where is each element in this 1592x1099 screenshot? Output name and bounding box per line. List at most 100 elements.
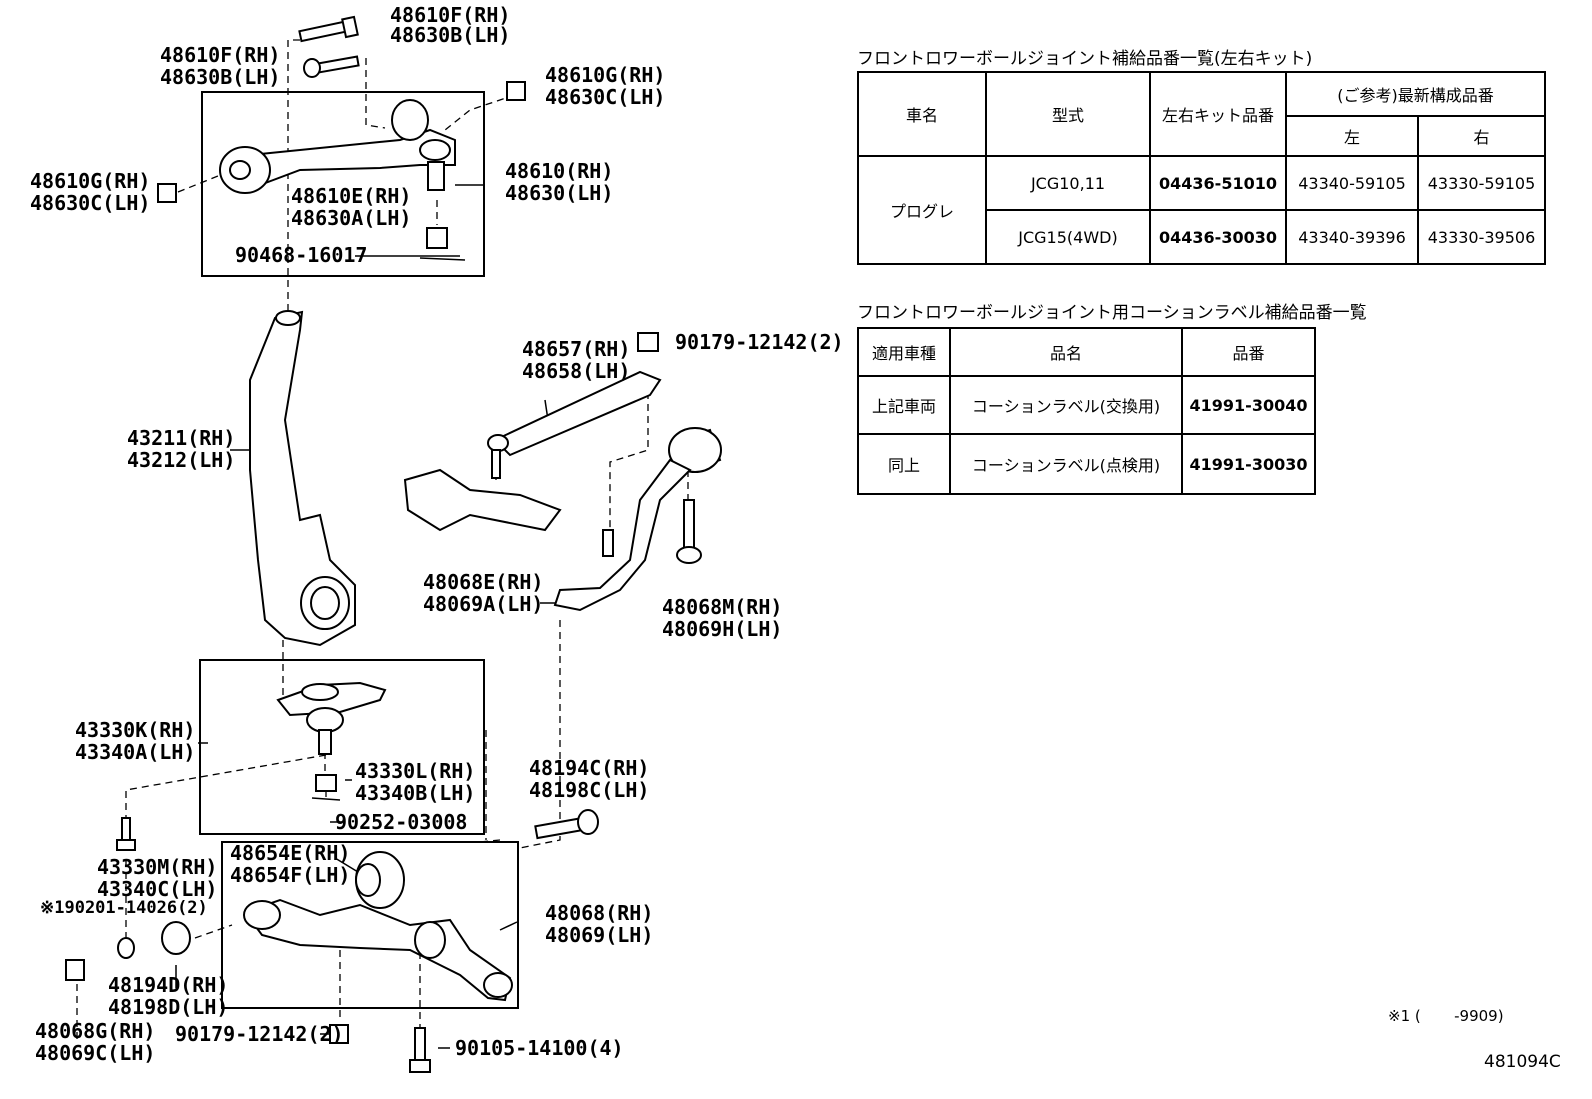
upper-control-arm: [219, 99, 456, 194]
upper-bolt-long: [298, 15, 359, 43]
cell-part: 41991-30040: [1181, 375, 1316, 435]
table2-title: フロントロワーボールジョイント用コーションラベル補給品番一覧: [857, 303, 1367, 323]
lower-arm-bushing: [355, 851, 405, 909]
header-reference: (ご参考)最新構成品番: [1285, 71, 1546, 117]
lower-bolt-left: [116, 817, 136, 851]
header-right: 右: [1417, 115, 1546, 157]
link-nut: [637, 332, 659, 352]
ball-joint-nut: [315, 774, 337, 792]
cell-left: 43340-59105: [1285, 155, 1419, 211]
label-43211-RH: 43211(RH): [127, 426, 235, 450]
label-48068E-RH: 48068E(RH): [423, 570, 543, 594]
lower-ball-joint: [276, 681, 387, 755]
header-car: 車名: [857, 71, 987, 157]
cell-name: コーションラベル(点検用): [949, 433, 1183, 495]
header-kit: 左右キット品番: [1149, 71, 1287, 157]
upper-arm-group-box: [201, 91, 485, 277]
label-48068-RH: 48068(RH): [545, 901, 653, 925]
label-48068G-RH: 48068G(RH): [35, 1019, 155, 1043]
label-48610G-RH-right: 48610G(RH): [545, 63, 665, 87]
cell-applicable: 同上: [857, 433, 951, 495]
lower-control-arm: [243, 898, 513, 1002]
cell-model: JCG15(4WD): [985, 209, 1151, 265]
label-48630C-LH-left: 48630C(LH): [30, 191, 150, 215]
cell-applicable: 上記車両: [857, 375, 951, 435]
label-48657-RH: 48657(RH): [522, 337, 630, 361]
label-43330K-RH: 43330K(RH): [75, 718, 195, 742]
header-name: 品名: [949, 327, 1183, 377]
label-43340A-LH: 43340A(LH): [75, 740, 195, 764]
ball-joint-kit-table: 車名 型式 左右キット品番 (ご参考)最新構成品番 左 右 プログレ JCG10…: [857, 71, 1546, 265]
ball-joint-group-box: [199, 659, 485, 835]
cell-part: 41991-30030: [1181, 433, 1316, 495]
upper-nut: [506, 81, 526, 101]
cotter-pin: [419, 257, 466, 261]
label-43340C-LH: 43340C(LH): [97, 877, 217, 901]
crossmember: [403, 468, 562, 532]
label-90468-16017: 90468-16017: [235, 243, 367, 267]
label-48630A-LH: 48630A(LH): [291, 206, 411, 230]
lower-arm-group-box: [221, 841, 519, 1009]
label-43330L-RH: 43330L(RH): [355, 759, 475, 783]
label-90179-12142-lower: 90179-12142(2): [175, 1022, 344, 1046]
label-48198D-LH: 48198D(LH): [108, 995, 228, 1019]
stabilizer-link: [487, 370, 662, 479]
label-48069-LH: 48069(LH): [545, 923, 653, 947]
upper-nut-left: [157, 183, 177, 203]
nut-lower-left: [65, 959, 85, 981]
steering-knuckle: [249, 310, 356, 647]
label-48610E-RH: 48610E(RH): [291, 184, 411, 208]
label-48610F-RH: 48610F(RH): [160, 43, 280, 67]
label-48069H-LH: 48069H(LH): [662, 617, 782, 641]
washer: [117, 937, 135, 959]
cell-kit: 04436-30030: [1149, 209, 1287, 265]
label-48658-LH: 48658(LH): [522, 359, 630, 383]
label-48630C-LH-right: 48630C(LH): [545, 85, 665, 109]
label-48610G-RH-left: 48610G(RH): [30, 169, 150, 193]
solid-leaders: [175, 184, 556, 1049]
footnote: ※1 ( -9909): [1388, 1007, 1504, 1025]
label-48630B-LH-top: 48630B(LH): [390, 23, 510, 47]
label-48630-LH: 48630(LH): [505, 181, 613, 205]
header-model: 型式: [985, 71, 1151, 157]
label-43212-LH: 43212(LH): [127, 448, 235, 472]
header-part: 品番: [1181, 327, 1316, 377]
header-applicable: 適用車種: [857, 327, 951, 377]
label-48654E-RH: 48654E(RH): [230, 841, 350, 865]
arm-nut: [329, 1024, 349, 1044]
label-48630B-LH: 48630B(LH): [160, 65, 280, 89]
label-90105-14100: 90105-14100(4): [455, 1036, 624, 1060]
label-48069A-LH: 48069A(LH): [423, 592, 543, 616]
cell-kit: 04436-51010: [1149, 155, 1287, 211]
diagram-code: 481094C: [1484, 1052, 1561, 1072]
label-48069C-LH: 48069C(LH): [35, 1041, 155, 1065]
bracket-stud: [602, 529, 614, 557]
bracket-bolt: [676, 499, 702, 564]
label-90179-12142-upper: 90179-12142(2): [675, 330, 844, 354]
header-left: 左: [1285, 115, 1419, 157]
label-48194D-RH: 48194D(RH): [108, 973, 228, 997]
label-48610F-RH-top: 48610F(RH): [390, 3, 510, 27]
lower-mount-bracket: [553, 427, 722, 612]
ball-joint-pin: [311, 797, 341, 801]
label-48610-RH: 48610(RH): [505, 159, 613, 183]
upper-bolt-short: [303, 55, 360, 78]
lower-bolt-right: [534, 809, 599, 840]
label-48068M-RH: 48068M(RH): [662, 595, 782, 619]
label-43330M-RH: 43330M(RH): [97, 855, 217, 879]
cell-car: プログレ: [857, 155, 987, 265]
label-48198C-LH: 48198C(LH): [529, 778, 649, 802]
cell-left: 43340-39396: [1285, 209, 1419, 265]
cell-model: JCG10,11: [985, 155, 1151, 211]
cam-plate: [161, 921, 191, 955]
cell-right: 43330-59105: [1417, 155, 1546, 211]
caution-label-table: 適用車種 品名 品番 上記車両 コーションラベル(交換用) 41991-3004…: [857, 327, 1316, 495]
cell-right: 43330-39506: [1417, 209, 1546, 265]
callout-labels: 48610F(RH) 48630B(LH) 48610F(RH) 48630B(…: [30, 3, 844, 1065]
table1-title: フロントロワーボールジョイント補給品番一覧(左右キット): [857, 49, 1313, 69]
label-90201-14026: ※190201-14026(2): [40, 898, 208, 918]
label-48654F-LH: 48654F(LH): [230, 863, 350, 887]
castle-nut: [426, 227, 448, 249]
label-48194C-RH: 48194C(RH): [529, 756, 649, 780]
